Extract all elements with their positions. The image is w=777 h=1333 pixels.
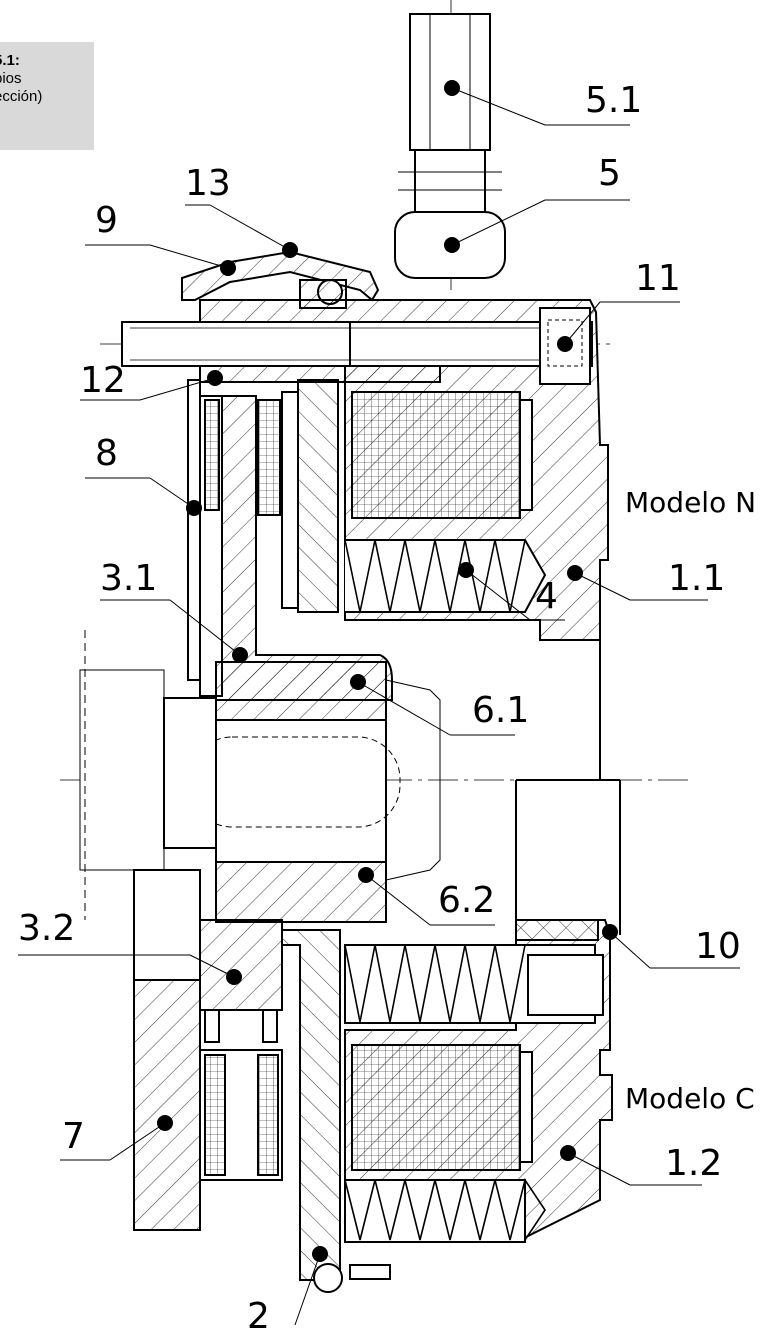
cover-9 bbox=[181, 250, 380, 302]
label-9: 9 bbox=[95, 200, 118, 241]
label-2: 2 bbox=[247, 1296, 270, 1333]
label-8: 8 bbox=[95, 433, 118, 474]
hub-6-1 bbox=[215, 661, 387, 721]
label-11: 11 bbox=[635, 258, 681, 299]
flange-7 bbox=[133, 979, 201, 1231]
sleeve-10 bbox=[515, 919, 599, 941]
label-model-c: Modelo C bbox=[625, 1082, 755, 1115]
coil-top bbox=[351, 391, 521, 519]
note-line-3: ección) bbox=[0, 88, 43, 105]
label-6-1: 6.1 bbox=[472, 690, 529, 731]
note-line-1: 5.1: bbox=[0, 52, 20, 69]
armature-2 bbox=[281, 929, 341, 1281]
plate-8 bbox=[187, 379, 201, 681]
spring-4 bbox=[345, 539, 547, 613]
legend-note-box: 5.1: pios ección) bbox=[0, 42, 94, 150]
label-1-1: 1.1 bbox=[668, 558, 725, 599]
label-10: 10 bbox=[695, 926, 741, 967]
label-7: 7 bbox=[62, 1116, 85, 1157]
rotor-3-2 bbox=[199, 919, 283, 1011]
note-line-2: pios bbox=[0, 70, 22, 87]
label-3-2: 3.2 bbox=[18, 908, 75, 949]
label-13: 13 bbox=[185, 163, 231, 204]
label-3-1: 3.1 bbox=[100, 558, 157, 599]
label-5-1: 5.1 bbox=[585, 80, 642, 121]
label-model-n: Modelo N bbox=[625, 486, 756, 519]
shaft bbox=[215, 719, 387, 863]
label-1-2: 1.2 bbox=[665, 1143, 722, 1184]
hub-6-2 bbox=[215, 861, 387, 923]
label-6-2: 6.2 bbox=[438, 880, 495, 921]
label-5: 5 bbox=[598, 153, 621, 194]
bolt-11 bbox=[121, 321, 593, 367]
label-12: 12 bbox=[80, 360, 126, 401]
coil-bottom bbox=[351, 1044, 521, 1171]
label-4: 4 bbox=[535, 576, 558, 617]
